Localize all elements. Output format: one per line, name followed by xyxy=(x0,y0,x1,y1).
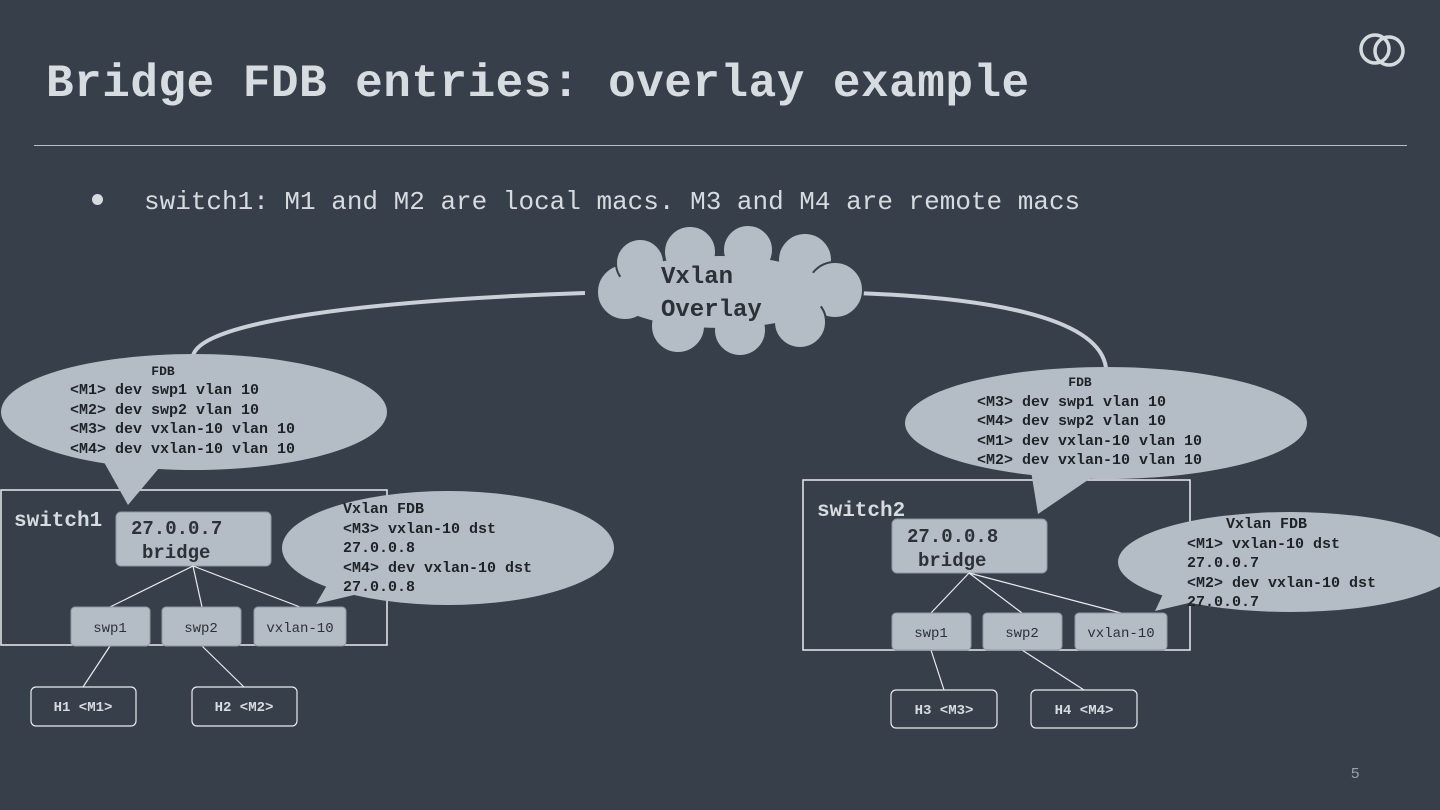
cloud-label-line1: Vxlan xyxy=(661,264,733,291)
switch2-hosts-1-text: H4 <M4> xyxy=(1055,703,1114,719)
overlay-link-left xyxy=(191,291,586,357)
switch1-vxlan-fdb-lines-0-text: Vxlan FDB xyxy=(343,501,424,518)
switch2-ports-2-text: vxlan-10 xyxy=(1087,626,1154,642)
bullet-text: switch1: M1 and M2 are local macs. M3 an… xyxy=(144,187,1081,217)
switch2-label: switch2 xyxy=(817,500,905,523)
switch2-fdb-entries-3-text: <M2> dev vxlan-10 vlan 10 xyxy=(977,452,1202,469)
switch2-port-swp2 xyxy=(982,612,1063,651)
switch2-vxlan-fdb-lines-1-text: <M1> vxlan-10 dst xyxy=(1187,536,1340,553)
switch1-bridge-name: bridge xyxy=(142,542,210,564)
switch2-fdb-title: FDB xyxy=(1068,375,1092,390)
title-divider xyxy=(34,145,1407,146)
switch1-fdb-entries-0-text: <M1> dev swp1 vlan 10 xyxy=(70,382,259,399)
switch1-port-vxlan10 xyxy=(253,606,347,647)
switch1-hosts-1-text: H2 <M2> xyxy=(215,700,274,716)
switch2-vxlan-fdb-callout: Vxlan FDB <M1> vxlan-10 dst 27.0.0.7 <M2… xyxy=(1118,512,1440,612)
switch1-port-swp2 xyxy=(161,606,242,647)
host-h3 xyxy=(890,689,998,729)
switch2-port-swp1 xyxy=(891,612,972,651)
switch1-fdb-title: FDB xyxy=(151,364,175,379)
switch2-hosts-0-text: H3 <M3> xyxy=(915,703,974,719)
switch1-fdb-entries-3-text: <M4> dev vxlan-10 vlan 10 xyxy=(70,441,295,458)
switch1-vxlan-fdb-lines-4-text: 27.0.0.8 xyxy=(343,579,415,596)
vxlan-overlay-cloud: Vxlan Overlay xyxy=(596,224,864,357)
switch1-fdb-entries-2-text: <M3> dev vxlan-10 vlan 10 xyxy=(70,421,295,438)
switch1-ports-2-text: vxlan-10 xyxy=(266,621,333,637)
switch2-ports-1-text: swp2 xyxy=(1005,626,1039,642)
switch2-fdb-callout: FDB <M3> dev swp1 vlan 10 <M4> dev swp2 … xyxy=(905,367,1307,514)
switch1-vxlan-fdb-callout: Vxlan FDB <M3> vxlan-10 dst 27.0.0.8 <M4… xyxy=(282,491,614,605)
switch2-vxlan-fdb-lines-4-text: 27.0.0.7 xyxy=(1187,594,1259,611)
overlay-link-right xyxy=(854,291,1108,369)
switch1-fdb-callout: FDB <M1> dev swp1 vlan 10 <M2> dev swp2 … xyxy=(1,354,387,505)
switch2-vxlan-fdb-lines-3-text: <M2> dev vxlan-10 dst xyxy=(1187,575,1376,592)
cloud-label-line2: Overlay xyxy=(661,297,762,324)
switch1-ports-0-text: swp1 xyxy=(93,621,127,637)
switch1-hosts-0-text: H1 <M1> xyxy=(54,700,113,716)
page-number: 5 xyxy=(1351,765,1360,782)
host-h2 xyxy=(191,686,298,727)
switch2-vxlan-fdb-lines-0-text: Vxlan FDB xyxy=(1226,516,1307,533)
host-h4 xyxy=(1030,689,1138,729)
host-h1 xyxy=(30,686,137,727)
switch1-bridge-ip: 27.0.0.7 xyxy=(131,518,222,540)
switch1-vxlan-fdb-lines-3-text: <M4> dev vxlan-10 dst xyxy=(343,560,532,577)
switch2-bridge-name: bridge xyxy=(918,550,986,572)
switch2-fdb-entries-1-text: <M4> dev swp2 vlan 10 xyxy=(977,413,1166,430)
switch2-fdb-entries-0-text: <M3> dev swp1 vlan 10 xyxy=(977,394,1166,411)
switch2-vxlan-fdb-lines-2-text: 27.0.0.7 xyxy=(1187,555,1259,572)
switch2-ports-0-text: swp1 xyxy=(914,626,948,642)
switch2-port-vxlan10 xyxy=(1074,612,1168,651)
switch1-vxlan-fdb-lines-2-text: 27.0.0.8 xyxy=(343,540,415,557)
bullet-dot-icon xyxy=(92,194,103,205)
overlapping-rings-logo-icon xyxy=(1359,33,1405,67)
switch1-vxlan-fdb-lines-1-text: <M3> vxlan-10 dst xyxy=(343,521,496,538)
switch1-label: switch1 xyxy=(14,510,102,533)
switch1-port-swp1 xyxy=(70,606,151,647)
switch1-fdb-entries-1-text: <M2> dev swp2 vlan 10 xyxy=(70,402,259,419)
slide-title: Bridge FDB entries: overlay example xyxy=(46,58,1030,110)
switch2-fdb-entries-2-text: <M1> dev vxlan-10 vlan 10 xyxy=(977,433,1202,450)
switch1-ports-1-text: swp2 xyxy=(184,621,218,637)
switch2-bridge-ip: 27.0.0.8 xyxy=(907,526,998,548)
